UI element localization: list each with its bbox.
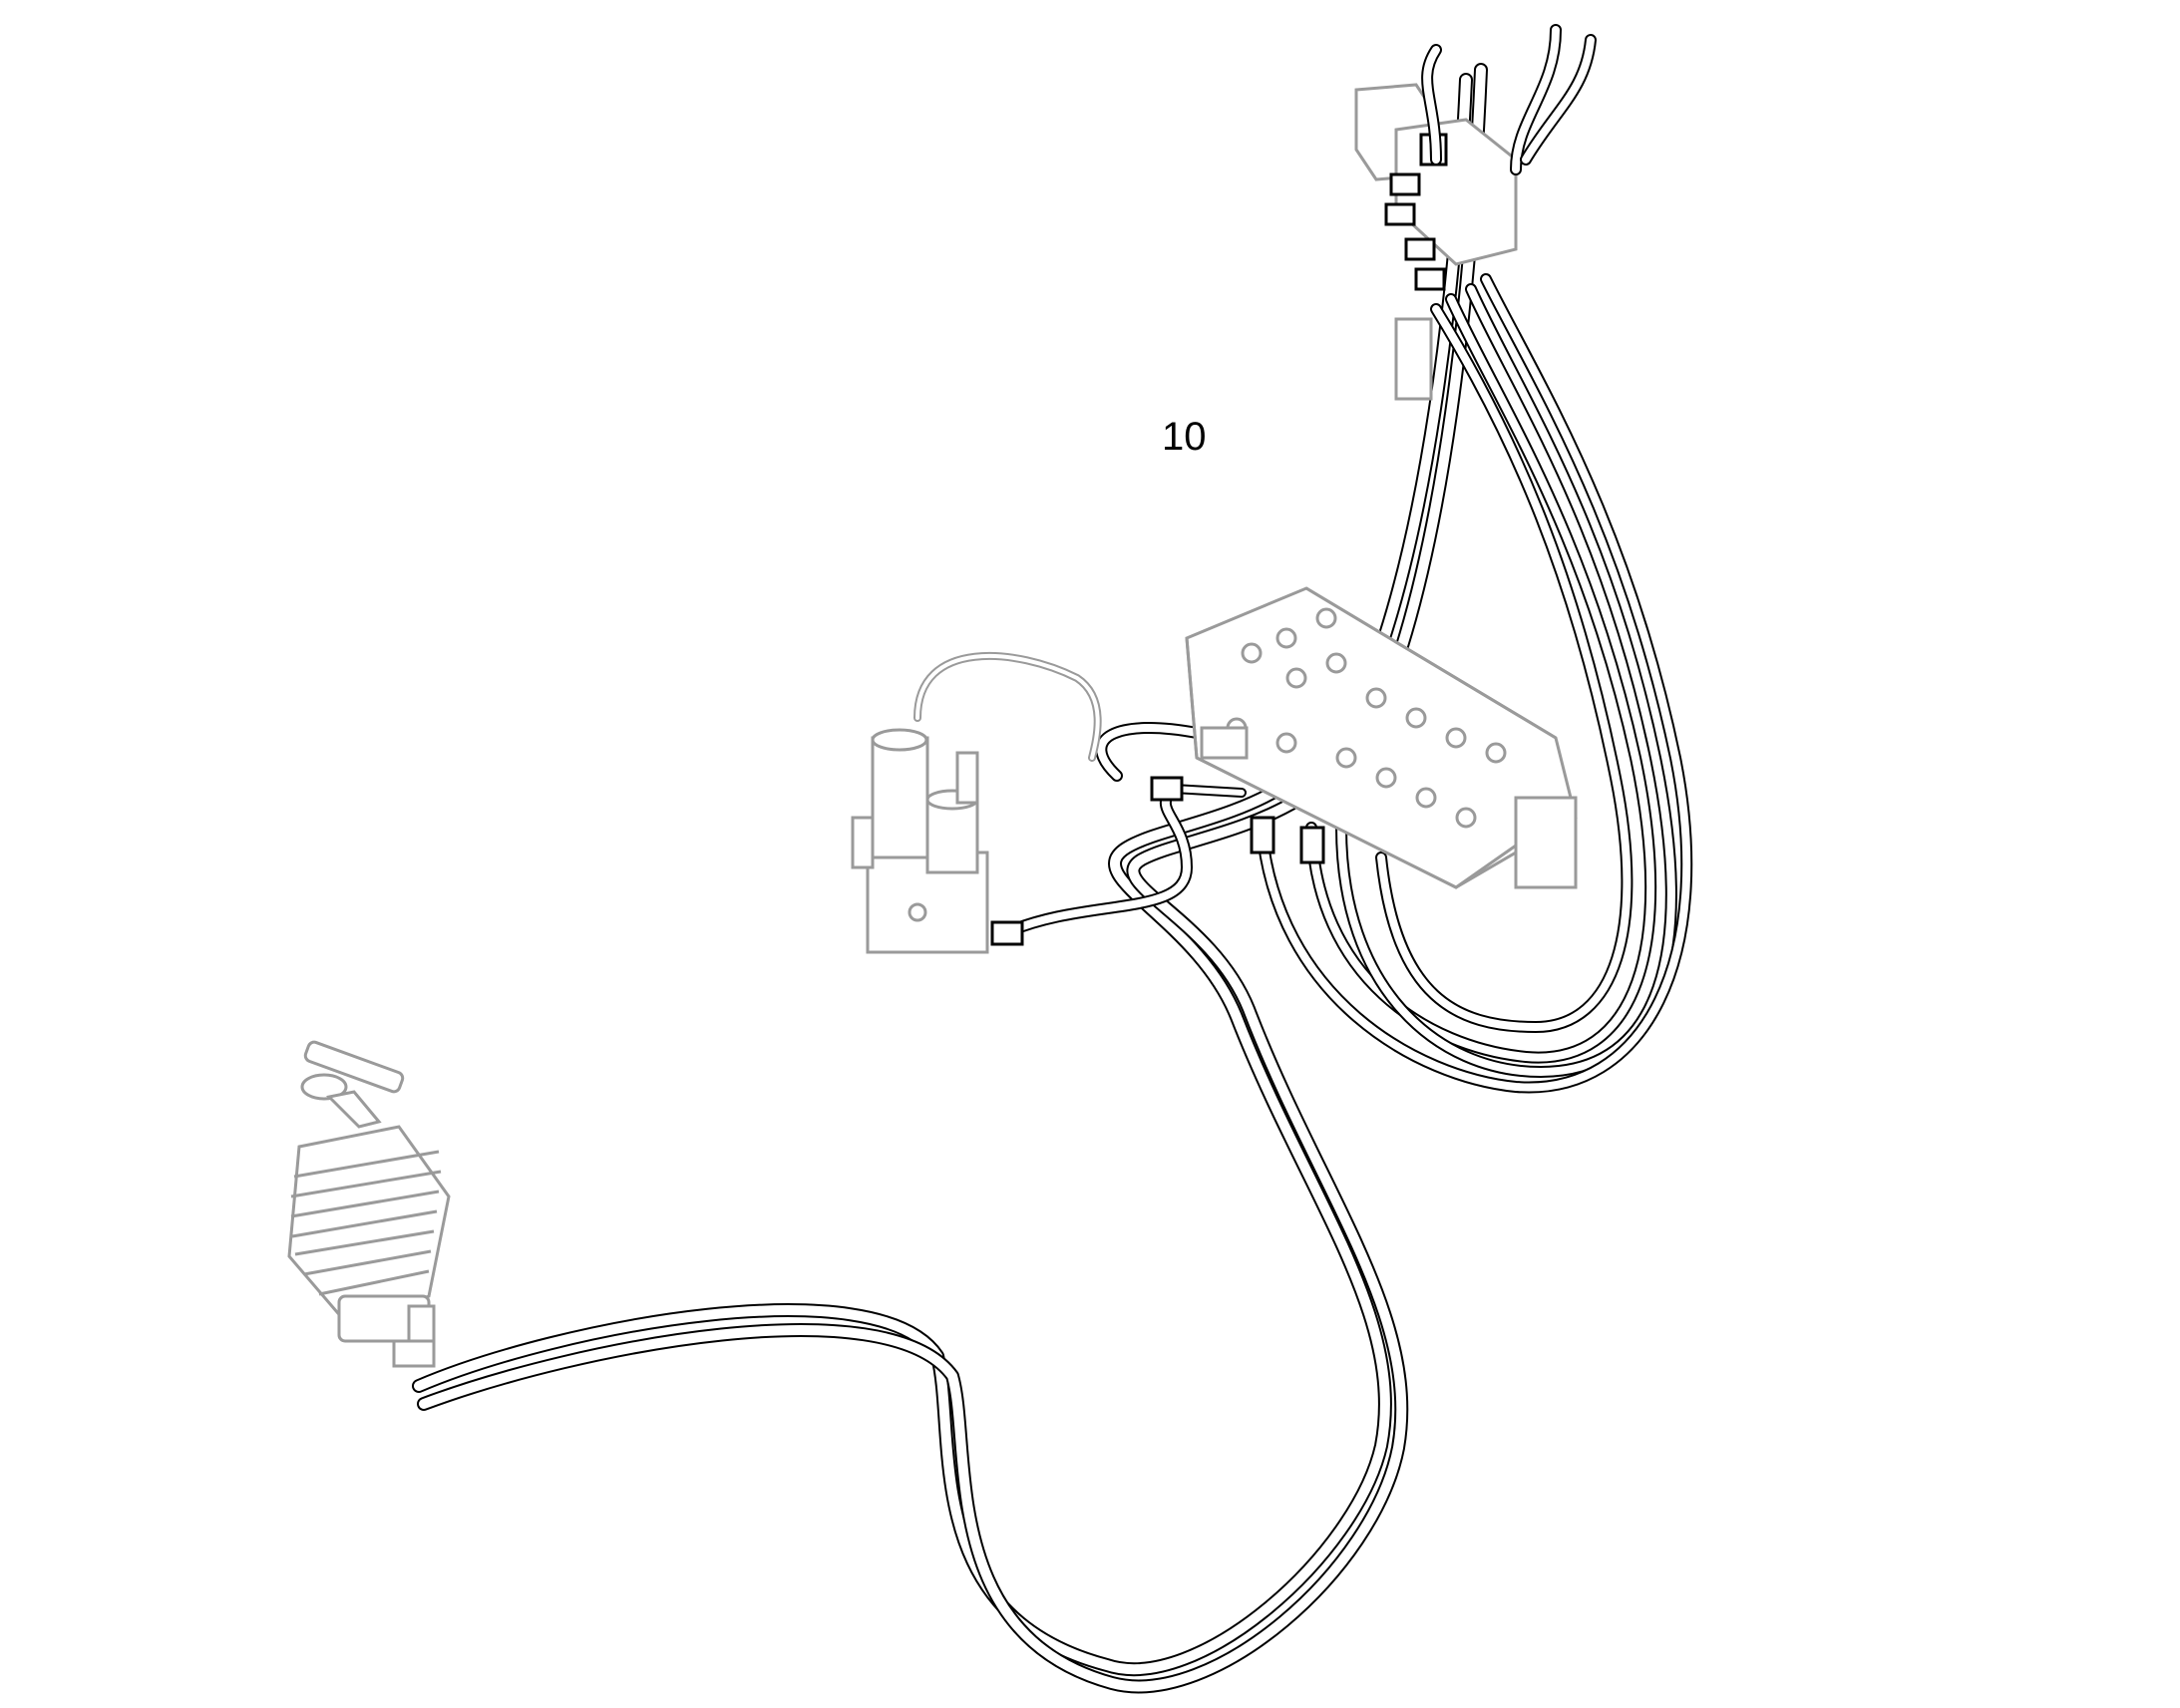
fitting — [1384, 202, 1416, 226]
manifold-bracket — [1394, 317, 1433, 401]
joystick-lever — [325, 1090, 382, 1129]
main-control-valve-block — [1185, 586, 1578, 889]
joystick-boot-ribs — [290, 1150, 442, 1296]
fitting — [1414, 267, 1446, 291]
pilot-joystick-control — [287, 1040, 451, 1368]
control-valve-end-cap — [1514, 796, 1578, 889]
fitting — [1389, 172, 1421, 196]
solenoid-cap-left — [871, 728, 928, 752]
joystick-knob — [300, 1073, 348, 1101]
solenoid-port — [908, 902, 927, 922]
hose-bundle-valve-loop — [1256, 273, 1693, 1094]
fitting — [1404, 237, 1436, 261]
fitting — [1150, 776, 1184, 802]
callout-10: 10 — [1162, 415, 1207, 459]
solenoid-coil-left — [871, 736, 929, 859]
control-valve-ports — [1226, 607, 1507, 829]
hose-solenoid-to-valve — [1001, 722, 1247, 938]
solenoid-valve-block — [851, 728, 989, 954]
hose-end-fittings — [990, 776, 1325, 946]
electrical-cable-inner — [915, 653, 1100, 760]
solenoid-side-fitting — [851, 816, 875, 869]
electrical-cable — [913, 651, 1102, 762]
manifold-top-hoses — [1421, 24, 1597, 175]
control-valve-label-plate — [1200, 726, 1249, 760]
fitting — [1299, 826, 1325, 864]
fitting — [990, 920, 1024, 946]
solenoid-top-fitting — [955, 751, 979, 805]
joystick-hose-fitting — [392, 1339, 436, 1368]
fitting — [1250, 816, 1275, 854]
joystick-grip-top — [303, 1040, 405, 1094]
joystick-port-fitting — [407, 1304, 436, 1343]
